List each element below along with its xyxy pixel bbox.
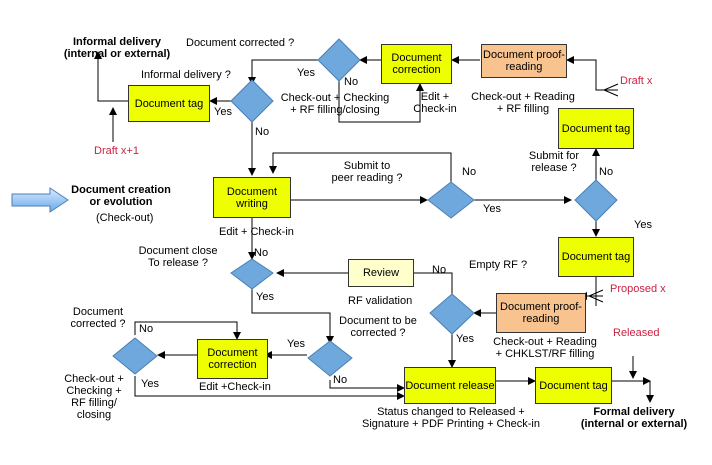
decision-empty-rf xyxy=(429,293,475,335)
label-draft-x: Draft x xyxy=(620,75,653,87)
arrow-yes-to-informal xyxy=(248,59,318,85)
decision-doc-corrected-top xyxy=(317,38,361,82)
decision-to-be-corrected xyxy=(307,340,353,377)
label-doc-corrected-bottom: Document corrected ? xyxy=(70,306,126,330)
label-checkout-reading-top: Check-out + Reading + RF filling xyxy=(471,91,575,115)
label-doc-to-be-corrected: Document to be corrected ? xyxy=(339,315,417,339)
label-document-corrected-top: Document corrected ? xyxy=(186,37,295,49)
label-yes-bottom-left: Yes xyxy=(141,378,159,390)
decision-submit-peer xyxy=(427,181,475,219)
label-yes-tag-informal: Yes xyxy=(214,106,232,118)
label-no-informal: No xyxy=(255,126,270,138)
label-no-close: No xyxy=(254,247,269,259)
label-edit-checkin-bottom: Edit +Check-in xyxy=(199,381,271,393)
decision-close-release xyxy=(230,258,274,290)
box-review[interactable]: Review xyxy=(348,259,414,287)
label-released: Released xyxy=(613,327,660,339)
arrow-tobe-no xyxy=(329,380,405,392)
arrow-close-yes xyxy=(251,289,334,344)
label-submit-peer: Submit to peer reading ? xyxy=(331,160,403,184)
arrow-peer-no-loop xyxy=(269,152,452,182)
label-yes-close: Yes xyxy=(256,291,274,303)
label-proposed-x: Proposed x xyxy=(610,283,666,295)
arrow-bottom-no-loop xyxy=(134,321,241,340)
label-checkout-paren: (Check-out) xyxy=(96,212,154,224)
decision-informal-delivery xyxy=(230,79,274,123)
informal-delivery-title: Informal delivery (internal or external) xyxy=(63,36,171,60)
box-document-writing[interactable]: Document writing xyxy=(213,177,291,218)
box-document-tag-bottom[interactable]: Document tag xyxy=(535,367,612,404)
label-no-top: No xyxy=(344,76,359,88)
label-no-release: No xyxy=(599,166,614,178)
label-document-creation: Document creation or evolution xyxy=(71,184,171,208)
label-yes-top: Yes xyxy=(297,67,315,79)
label-checkout-reading-bottom: Check-out + Reading + CHKLST/RF filling xyxy=(493,336,597,360)
label-yes-empty: Yes xyxy=(456,333,474,345)
decision-corrected-bottom xyxy=(112,337,158,375)
label-yes-release: Yes xyxy=(634,219,652,231)
box-document-tag-right-mid[interactable]: Document tag xyxy=(558,237,634,277)
box-document-proof-reading-bottom[interactable]: Document proof-reading xyxy=(496,293,586,333)
input-arrow-icon xyxy=(11,187,69,213)
label-submit-release: Submit for release ? xyxy=(528,150,580,174)
box-document-correction-top[interactable]: Document correction xyxy=(381,44,452,84)
label-empty-rf: Empty RF ? xyxy=(469,259,528,271)
label-formal-delivery: Formal delivery (internal or external) xyxy=(580,406,688,430)
label-status-changed: Status changed to Released + Signature +… xyxy=(362,406,540,430)
label-yes-peer: Yes xyxy=(483,203,501,215)
label-edit-checkin-mid: Edit + Check-in xyxy=(219,226,294,238)
arrow-no-to-correction xyxy=(338,81,424,123)
decision-submit-release xyxy=(574,179,618,222)
label-no-bottom-mid: No xyxy=(333,374,348,386)
label-edit-checkin-top: Edit + Check-in xyxy=(413,91,457,115)
arrow-draftx-to-proof xyxy=(566,56,618,91)
box-document-correction-bottom[interactable]: Document correction xyxy=(197,339,268,379)
box-document-tag-right-top[interactable]: Document tag xyxy=(558,108,634,149)
proposed-x-pointer xyxy=(587,289,604,303)
draft-x-pointer xyxy=(602,83,619,97)
label-rf-validation: RF validation xyxy=(348,295,413,307)
label-doc-close-release: Document close To release ? xyxy=(138,245,218,269)
label-checkout-checking-bottom: Check-out + Checking + RF filling/ closi… xyxy=(64,373,124,421)
arrow-empty-no xyxy=(403,269,453,294)
label-no-peer: No xyxy=(462,166,477,178)
label-informal-delivery-q: Informal delivery ? xyxy=(141,69,231,81)
label-draft-x1: Draft x+1 xyxy=(94,145,139,157)
box-document-proof-reading-top[interactable]: Document proof-reading xyxy=(481,44,567,78)
label-yes-bottom-mid: Yes xyxy=(287,338,305,350)
arrow-to-informal-delivery xyxy=(94,51,128,102)
label-no-bottom-left: No xyxy=(139,323,154,335)
label-no-empty: No xyxy=(432,264,447,276)
box-document-tag-informal[interactable]: Document tag xyxy=(128,85,210,122)
label-checkout-checking-top: Check-out + Checking + RF filling/closin… xyxy=(280,92,390,116)
arrow-bottom-yes xyxy=(134,376,405,400)
box-document-release[interactable]: Document release xyxy=(404,367,496,404)
